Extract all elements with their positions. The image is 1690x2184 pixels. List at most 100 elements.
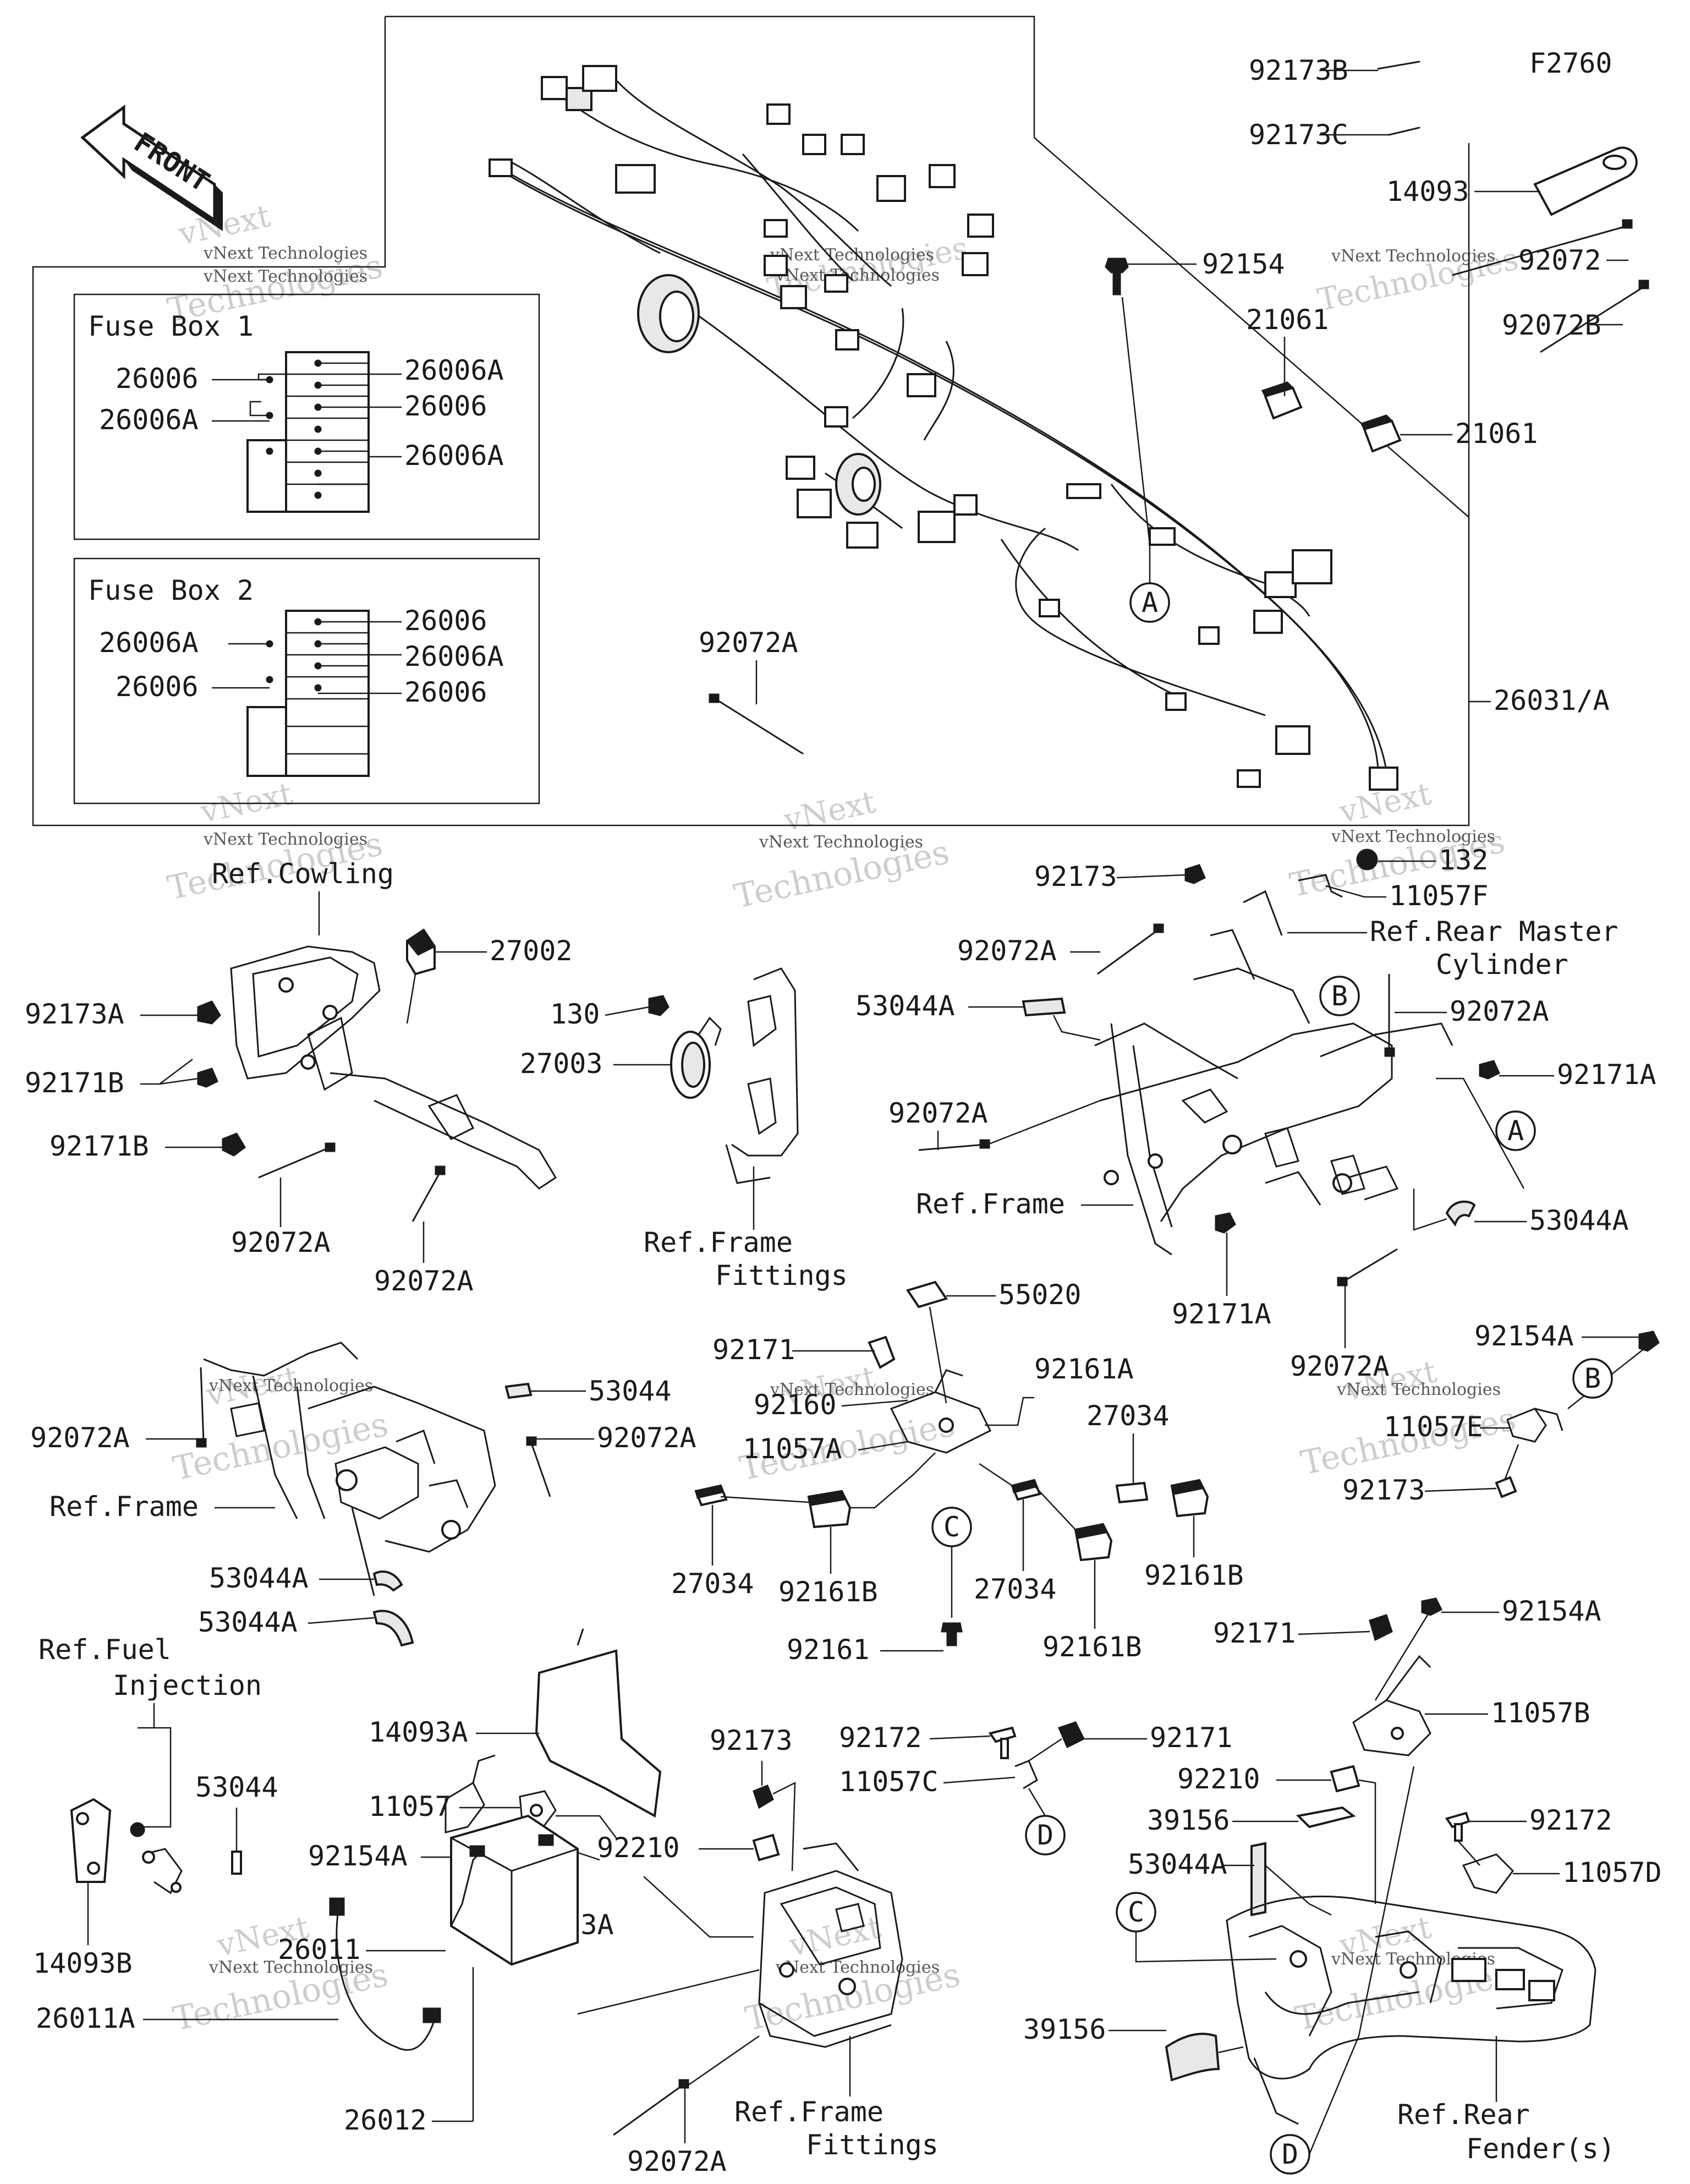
label-92161: 92161: [787, 1634, 870, 1666]
fuse-box-1-right-label: 26006: [404, 390, 487, 422]
cushion-53044A-icon: [1022, 997, 1066, 1017]
ref-fuel-injection: Ref.Fuel: [39, 1634, 171, 1666]
label-27034: 27034: [671, 1568, 754, 1600]
label-92172: 92172: [1529, 1804, 1612, 1836]
cap-21061-icon: [1261, 381, 1303, 420]
callout-B-letter: B: [1584, 1362, 1601, 1394]
label-53044A: 53044A: [855, 990, 955, 1022]
band-92072A-top-icon: [709, 693, 804, 755]
fuse-box-2-right-label: 26006A: [404, 641, 504, 672]
label-92072A: 92072A: [699, 627, 798, 659]
clip-92171-icon: [868, 1335, 896, 1369]
circle-B-callout: B: [1319, 976, 1360, 1016]
label-53044: 53044: [589, 1375, 672, 1407]
label-92173A: 92173A: [25, 998, 124, 1030]
circle-B-callout: B: [1572, 1358, 1613, 1399]
frame-icon: [1094, 890, 1453, 1256]
bracket-11057D-icon: [1462, 1853, 1514, 1894]
clamp-11057C-icon: [1014, 1760, 1038, 1789]
cushion-53044A-icon: [1250, 1842, 1266, 1917]
label-53044A: 53044A: [198, 1606, 298, 1638]
battery-26012-icon: [450, 1814, 579, 1966]
cushion-53044A-icon: [1445, 1200, 1476, 1227]
fuse-box-2: Fuse Box 2 26006A 26006 26006 26006A 260…: [73, 557, 540, 804]
label-39156: 39156: [1023, 2013, 1106, 2045]
label-132: 132: [1439, 844, 1488, 876]
pad-39156-icon: [1296, 1806, 1356, 1829]
ref-cowling: Ref.Cowling: [212, 858, 394, 890]
label-26011: 26011: [278, 1934, 361, 1966]
bracket-11057B-icon: [1352, 1655, 1431, 1756]
pad-39156-icon: [1165, 2033, 1220, 2082]
callout-C-letter: C: [943, 1511, 960, 1543]
label-92154A: 92154A: [308, 1840, 408, 1872]
clamp-11057F-icon: [1298, 874, 1343, 898]
band-92072A-icon: [1384, 974, 1395, 1057]
harness-lead-wire: [489, 158, 513, 177]
watermark-company: vNext Technologies: [759, 833, 923, 852]
label-92171B: 92171B: [25, 1067, 124, 1099]
watermark-company: vNext Technologies: [203, 830, 367, 849]
label-92171A: 92171A: [1172, 1298, 1271, 1330]
watermark-company: vNext Technologies: [203, 267, 367, 286]
figure-code: F2760: [1529, 47, 1612, 79]
label-92171: 92171: [712, 1334, 795, 1366]
label-92154: 92154: [1202, 248, 1285, 280]
circle-D-callout: D: [1025, 1788, 1066, 1855]
callout-A-letter: A: [1507, 1115, 1524, 1147]
label-92210: 92210: [597, 1832, 680, 1864]
clip-92173-icon: [1495, 1476, 1517, 1498]
fuse-box-2-left-label: 26006A: [99, 627, 199, 659]
pin-53044-icon: [231, 1851, 242, 1875]
fuse-box-1: Fuse Box 1 26006 26006A 26006A 26: [73, 293, 540, 540]
label-92171B: 92171B: [50, 1130, 149, 1162]
label-26012: 26012: [344, 2104, 427, 2136]
screw-92154-icon: [1105, 258, 1129, 295]
circle-C-callout: C: [1116, 1892, 1277, 1963]
watermark-company: vNext Technologies: [203, 244, 367, 263]
watermark-company: vNext Technologies: [770, 1380, 934, 1399]
label-92161A: 92161A: [1034, 1353, 1134, 1385]
watermark-company: vNext Technologies: [775, 1958, 940, 1977]
label-92072A: 92072A: [597, 1422, 696, 1454]
clip-92171A-icon: [1479, 1060, 1500, 1080]
label-92173: 92173: [1342, 1474, 1425, 1506]
callout-C-letter: C: [1128, 1896, 1144, 1928]
cowling-stay-icon: [230, 945, 557, 1190]
cushion-53044A-icon: [372, 1570, 403, 1592]
clip-92173-icon: [1184, 864, 1206, 884]
fuse-box-2-right-label: 26006: [404, 676, 487, 708]
label-92072A: 92072A: [1290, 1350, 1390, 1382]
watermark-company: vNext Technologies: [208, 1376, 373, 1395]
label-11057C: 11057C: [839, 1766, 939, 1798]
ref-frame: Ref.Frame: [916, 1188, 1065, 1220]
label-92072A: 92072A: [888, 1097, 988, 1129]
clip-92171B-icon: [222, 1132, 246, 1157]
ref-rear-master-cylinder: Ref.Rear Master: [1370, 916, 1618, 948]
connector-92161B-icon: [1074, 1523, 1113, 1562]
callout-A: A: [1121, 297, 1170, 623]
label-92173: 92173: [1034, 861, 1117, 893]
cushion-53044-icon: [504, 1382, 533, 1399]
screw-92154A-icon: [1638, 1331, 1660, 1352]
plate-14093-icon: [1533, 146, 1638, 216]
label-92154A: 92154A: [1474, 1320, 1574, 1352]
label-14093B: 14093B: [33, 1947, 133, 1979]
label-26011A: 26011A: [36, 2002, 135, 2034]
watermark-brand: vNext: [786, 1909, 884, 1964]
label-92171: 92171: [1213, 1617, 1296, 1649]
label-53044A: 53044A: [209, 1562, 309, 1594]
holder-27034-icon: [694, 1484, 728, 1507]
watermark-company: vNext Technologies: [770, 245, 934, 265]
ref-rear-master-cylinder: Cylinder: [1436, 949, 1568, 981]
callout-D-letter: D: [1037, 1819, 1053, 1851]
label-53044A: 53044A: [1529, 1205, 1629, 1236]
screw-130-icon: [648, 995, 670, 1016]
cap-21061-icon: [1360, 414, 1402, 453]
ref-frame-fittings: Fittings: [715, 1260, 848, 1291]
band-92072A-icon: [196, 1367, 207, 1448]
watermark-company: vNext Technologies: [1336, 1380, 1501, 1399]
connector-92161B-icon: [1170, 1479, 1209, 1518]
label-92072A: 92072A: [30, 1422, 130, 1454]
